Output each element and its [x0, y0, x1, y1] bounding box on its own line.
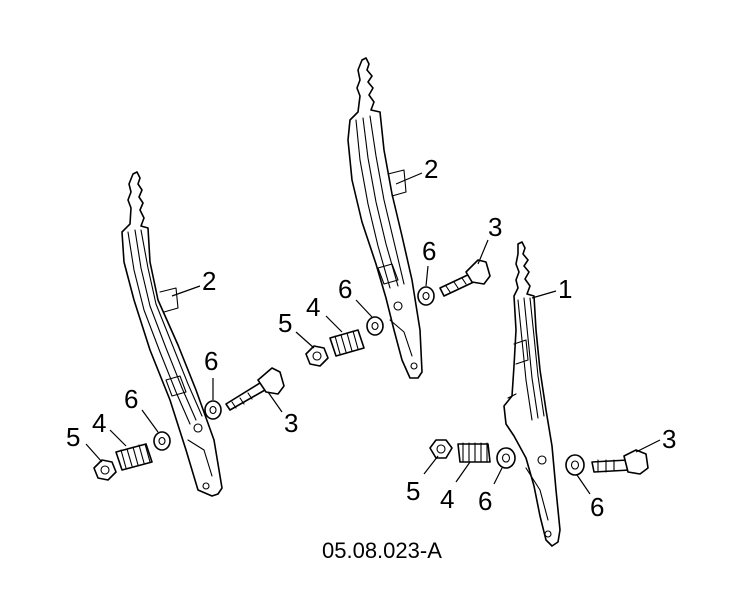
callout-4-center: 4	[306, 292, 320, 322]
nut-left	[93, 459, 117, 481]
washer-left-lower	[153, 431, 171, 451]
spring-left	[115, 443, 153, 471]
callout-1: 1	[558, 274, 572, 304]
washer-right-outer	[565, 454, 585, 476]
right-assembly	[429, 241, 649, 547]
callout-3-right: 3	[662, 424, 676, 454]
washer-center-lower	[366, 316, 384, 336]
callout-6-right-outer: 6	[590, 492, 604, 522]
callout-2-left: 2	[202, 266, 216, 296]
callout-4-left: 4	[92, 408, 106, 438]
bolt-center	[439, 259, 491, 297]
callout-5-center: 5	[278, 308, 292, 338]
washer-left-upper	[204, 400, 222, 420]
leader-lines	[85, 172, 661, 495]
callout-5-left: 5	[66, 422, 80, 452]
callout-6-left-lower: 6	[124, 384, 138, 414]
washer-right-inner	[496, 447, 516, 469]
callout-6-left-upper: 6	[204, 346, 218, 376]
bolt-left	[225, 367, 285, 411]
nut-right	[429, 439, 453, 459]
callout-4-right: 4	[440, 484, 454, 514]
callout-6-center-lower: 6	[338, 274, 352, 304]
figure-reference: 05.08.023-A	[322, 538, 442, 563]
callout-3-center: 3	[488, 212, 502, 242]
callout-2-center: 2	[424, 154, 438, 184]
center-assembly	[305, 57, 491, 379]
callout-6-center-upper: 6	[422, 236, 436, 266]
callout-numbers: 1 2 2 3 3 3 4 4 4 5 5 5 6 6 6 6 6 6	[66, 154, 676, 522]
nut-center	[305, 345, 329, 367]
bracket-left	[121, 171, 223, 497]
spring-right	[457, 442, 491, 463]
bracket-right	[503, 241, 561, 547]
washer-center-upper	[417, 286, 435, 306]
left-assembly	[93, 171, 285, 497]
spring-center	[329, 329, 365, 357]
callout-6-right-inner: 6	[478, 486, 492, 516]
callout-5-right: 5	[406, 476, 420, 506]
callout-3-left: 3	[284, 408, 298, 438]
bolt-right	[591, 449, 649, 475]
bracket-center	[347, 57, 423, 379]
